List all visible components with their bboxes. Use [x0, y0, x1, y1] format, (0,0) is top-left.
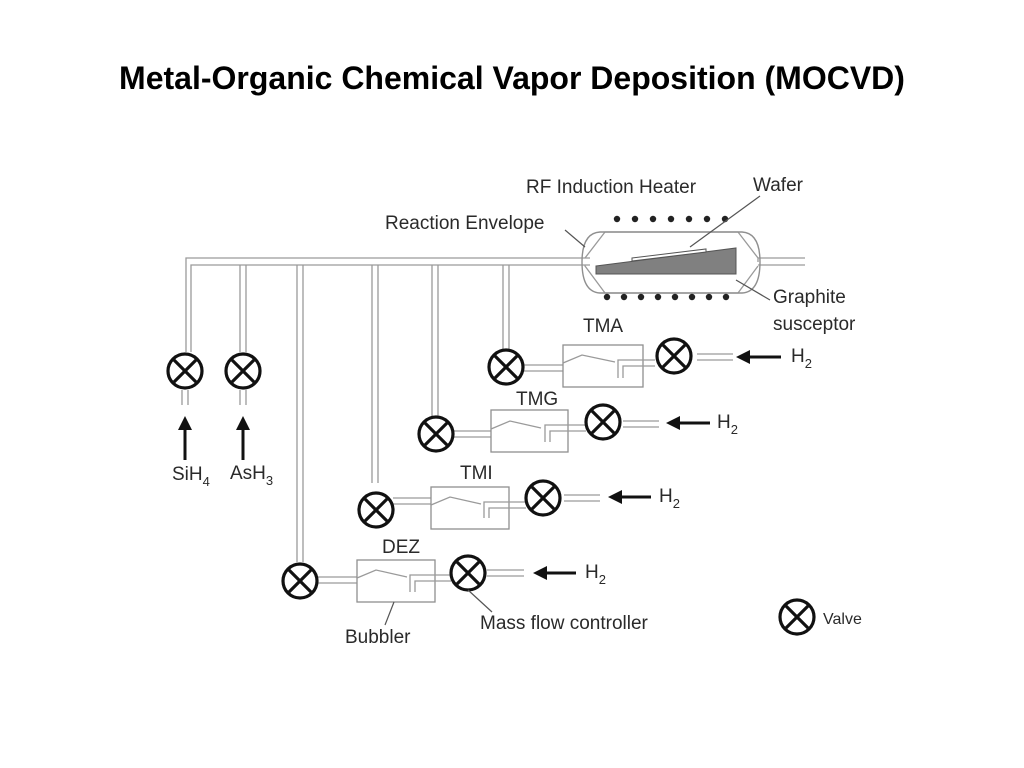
gas-valve-ash3	[224, 352, 262, 390]
carrier-label-tma: H2	[791, 346, 812, 371]
mass-flow-controller-icon	[524, 479, 562, 517]
carrier-label-dez: H2	[585, 562, 606, 587]
susceptor-label-line1: Graphite	[773, 287, 846, 308]
valve-icon	[417, 415, 455, 453]
bubbler-line-tma	[487, 337, 781, 388]
legend: Valve	[778, 598, 862, 636]
reactor	[564, 195, 805, 301]
rf-coil-dots-top	[613, 215, 729, 223]
mass-flow-controller-icon	[449, 554, 487, 592]
bubbler-line-tmg	[417, 403, 710, 453]
main-manifold	[185, 257, 590, 352]
graphite-susceptor	[595, 247, 737, 275]
wafer	[631, 248, 707, 262]
bubbler-label-tma: TMA	[583, 316, 623, 337]
bubbler-label-tmg: TMG	[516, 389, 558, 410]
bubbler-label-tmi: TMI	[460, 463, 493, 484]
carrier-label-tmi: H2	[659, 486, 680, 511]
valve-icon	[778, 598, 816, 636]
rf-coil-dots-bottom	[603, 293, 730, 301]
bubbler-line-tmi	[357, 479, 651, 530]
legend-valve-label: Valve	[823, 611, 862, 628]
reaction-envelope	[581, 231, 761, 294]
bubbler-label-dez: DEZ	[382, 537, 420, 558]
page-title: Metal-Organic Chemical Vapor Deposition …	[119, 60, 905, 96]
susceptor-label-line2: susceptor	[773, 314, 856, 335]
bubbler-callout: Bubbler	[345, 627, 411, 648]
arrow-up-icon	[178, 416, 192, 460]
feeder-pipes	[181, 265, 510, 562]
valve-icon	[281, 562, 319, 600]
bubbler-line-dez	[281, 554, 576, 626]
gas-valve-sih4	[166, 352, 204, 390]
rf-heater-label: RF Induction Heater	[526, 177, 697, 198]
gas-label-ash3: AsH3	[230, 463, 273, 488]
mass-flow-controller-icon	[584, 403, 622, 441]
mass-flow-controller-icon	[655, 337, 693, 375]
arrow-up-icon	[236, 416, 250, 460]
wafer-label: Wafer	[753, 175, 804, 196]
mass-flow-controller-callout: Mass flow controller	[480, 613, 649, 634]
gas-label-sih4: SiH4	[172, 464, 210, 489]
carrier-label-tmg: H2	[717, 412, 738, 437]
valve-icon	[487, 348, 525, 386]
valve-icon	[357, 491, 395, 529]
reaction-envelope-label: Reaction Envelope	[385, 213, 545, 234]
